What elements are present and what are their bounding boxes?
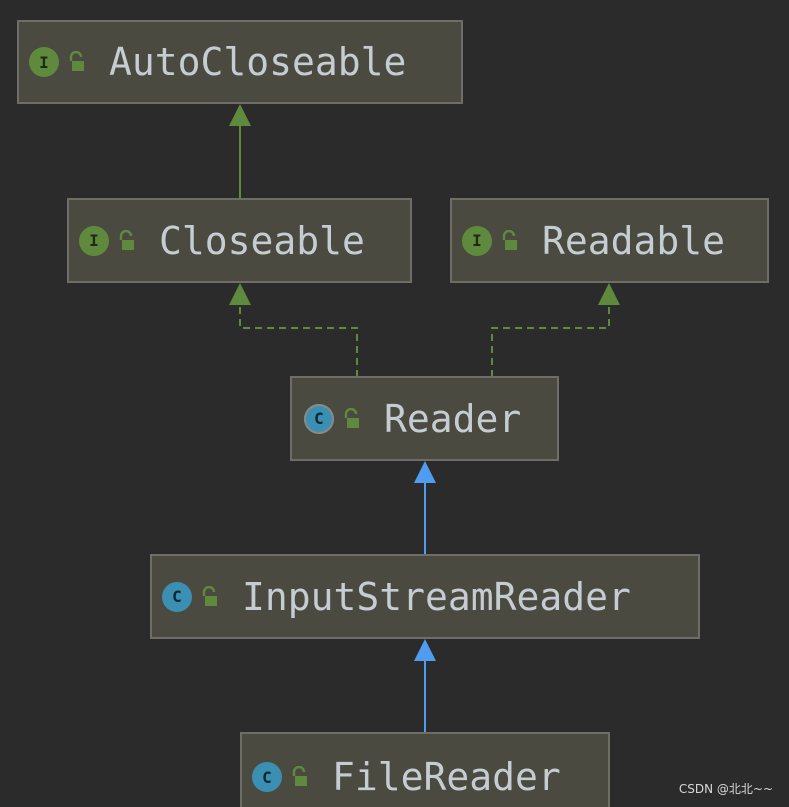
- node-reader[interactable]: C Reader: [290, 376, 559, 461]
- arrowhead-inputstreamreader: [414, 639, 436, 661]
- arrowhead-reader: [414, 461, 436, 483]
- node-label: InputStreamReader: [242, 574, 631, 619]
- interface-icon: I: [29, 47, 59, 77]
- node-label: Reader: [384, 396, 522, 441]
- unlock-icon: [202, 585, 217, 606]
- node-autocloseable[interactable]: I AutoCloseable: [17, 20, 463, 104]
- unlock-icon: [344, 407, 359, 428]
- watermark: CSDN @北北~~: [678, 782, 773, 796]
- arrowhead-closeable: [229, 283, 251, 305]
- class-icon: C: [252, 762, 282, 792]
- unlock-icon: [69, 51, 84, 71]
- arrowhead-readable: [598, 283, 620, 305]
- node-label: Readable: [542, 218, 726, 263]
- node-label: AutoCloseable: [109, 40, 407, 84]
- unlock-icon: [119, 229, 134, 250]
- node-closeable[interactable]: I Closeable: [67, 198, 412, 283]
- unlock-icon: [502, 229, 517, 250]
- unlock-icon: [292, 766, 307, 786]
- interface-icon: I: [79, 225, 109, 256]
- edge-reader-readable: [491, 304, 610, 377]
- arrowhead-autocloseable: [229, 104, 251, 126]
- node-inputstreamreader[interactable]: C InputStreamReader: [150, 554, 700, 639]
- node-readable[interactable]: I Readable: [450, 198, 769, 283]
- class-icon: C: [162, 581, 192, 612]
- node-label: Closeable: [159, 218, 365, 263]
- abstract-class-icon: C: [304, 403, 334, 434]
- node-label: FileReader: [332, 755, 561, 799]
- node-filereader[interactable]: C FileReader: [240, 732, 610, 807]
- interface-icon: I: [462, 225, 492, 256]
- edge-reader-closeable: [239, 304, 358, 377]
